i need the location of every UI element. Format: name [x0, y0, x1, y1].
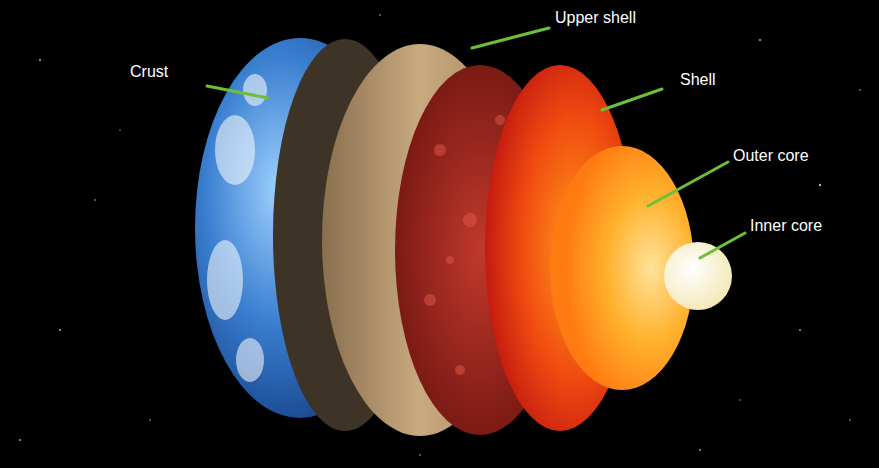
- layer-label: Upper shell: [555, 8, 636, 27]
- leader-lines: [207, 28, 745, 258]
- layer-label: Shell: [680, 70, 716, 89]
- layer-label: Inner core: [750, 216, 822, 235]
- layer-label: Outer core: [733, 146, 809, 165]
- layer-label: Crust: [130, 62, 168, 81]
